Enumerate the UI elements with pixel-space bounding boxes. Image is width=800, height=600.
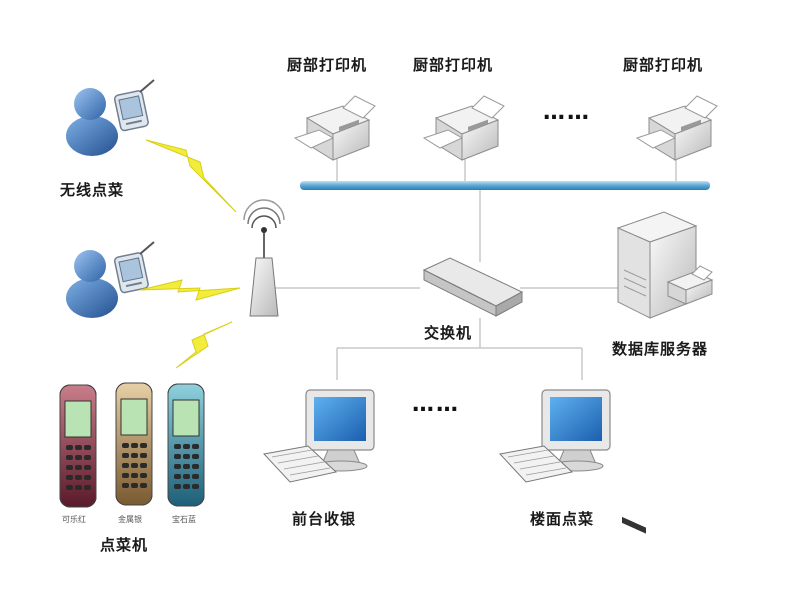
network-bus-line (300, 181, 710, 190)
floor-ordering-label: 楼面点菜 (530, 510, 595, 528)
server-icon (616, 211, 714, 534)
person-pda-icon (65, 241, 155, 319)
printer-icon (636, 95, 718, 161)
antenna-icon (243, 199, 285, 317)
computer-ellipsis: …… (412, 392, 460, 417)
kitchen-printer-label: 厨部打印机 (413, 56, 494, 74)
connector-lines (270, 158, 677, 380)
computer-icon (263, 389, 375, 483)
kitchen-printer-label: 厨部打印机 (623, 56, 704, 74)
switch-label: 交换机 (424, 324, 473, 342)
printer-ellipsis: …… (543, 100, 591, 125)
lightning-icon (175, 321, 233, 369)
phone-icon (115, 382, 153, 506)
wireless-ordering-label: 无线点菜 (60, 181, 125, 199)
phone-caption: 金属银 (118, 515, 142, 524)
phone-caption: 宝石蓝 (172, 515, 196, 524)
printer-icon (294, 95, 376, 161)
person-pda-icon (65, 79, 155, 157)
computer-icon (499, 389, 611, 483)
kitchen-printer-label: 厨部打印机 (287, 56, 368, 74)
phone-red-body (59, 384, 97, 508)
printer-icon (423, 95, 505, 161)
ordering-device-label: 点菜机 (100, 536, 149, 554)
front-desk-cashier-label: 前台收银 (292, 510, 357, 528)
lightning-icon (145, 139, 237, 213)
lightning-icon (139, 279, 241, 301)
switch-icon (422, 257, 524, 317)
phone-caption: 可乐红 (62, 515, 86, 524)
phone-icon (167, 383, 205, 507)
database-server-label: 数据库服务器 (612, 340, 709, 358)
